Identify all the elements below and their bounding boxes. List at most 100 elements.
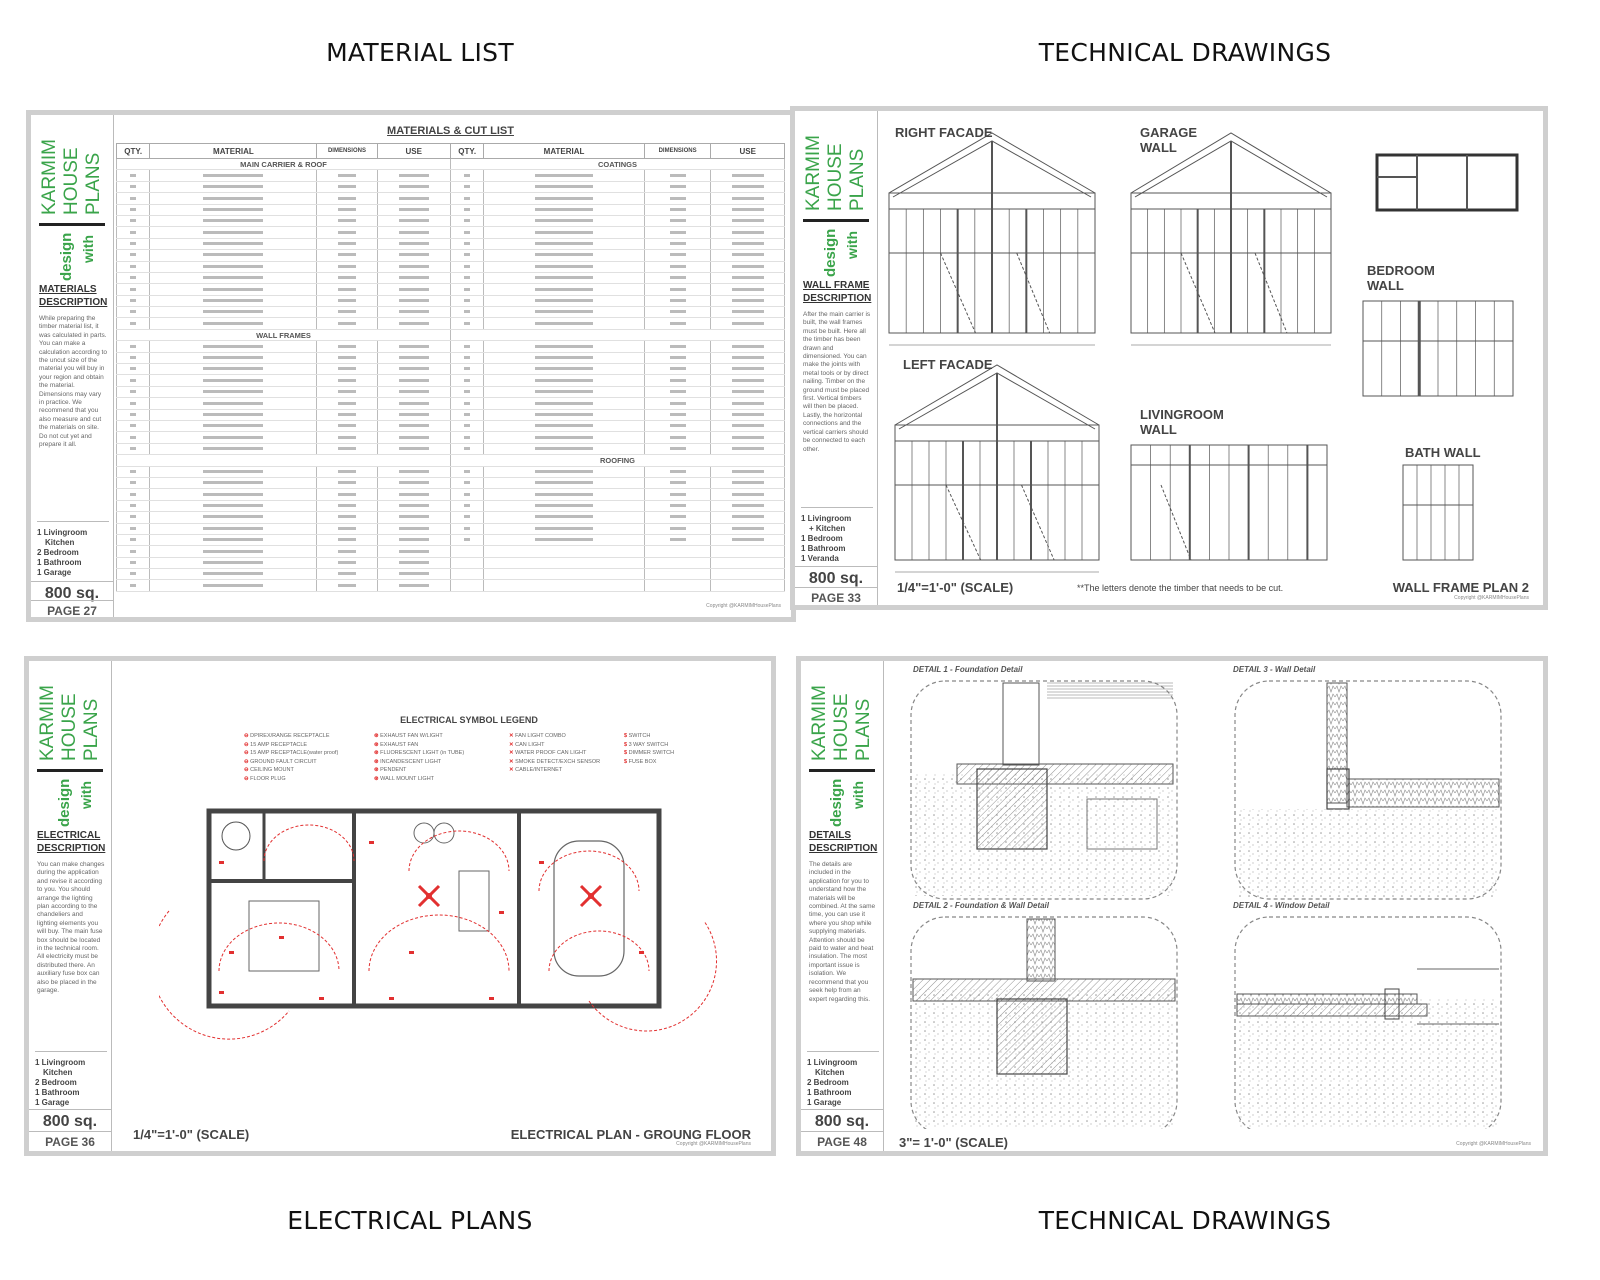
- col-material: MATERIAL: [149, 143, 318, 159]
- legend-item: ⊛ EXHAUST FAN: [374, 741, 419, 748]
- description-text: You can make changes during the applicat…: [37, 861, 105, 995]
- logo-mark: with: [844, 231, 860, 260]
- logo-mark: KARMIM: [39, 139, 60, 215]
- frame-line: [945, 484, 982, 561]
- detail-mark: [1237, 999, 1499, 1129]
- plan-mark: [433, 822, 455, 844]
- caption-electrical-plans: ELECTRICAL PLANS: [287, 1206, 533, 1235]
- section-label: [449, 329, 786, 342]
- description-text: The details are included in the applicat…: [809, 861, 876, 1003]
- detail-2-title: DETAIL 2 - Foundation & Wall Detail: [913, 901, 1050, 910]
- label-garage-wall: GARAGE WALL: [1140, 125, 1198, 155]
- plan-mark: [409, 951, 414, 954]
- detail-mark: [996, 998, 1068, 1075]
- detail-mark: [1086, 798, 1158, 850]
- col-qty-2: QTY.: [449, 143, 485, 159]
- plan-mark: [389, 997, 394, 1000]
- legend-symbol-icon: ⊛: [374, 733, 381, 739]
- legend-symbol-icon: ⊖: [244, 767, 251, 773]
- table-row: [115, 386, 785, 399]
- plan-mark: [426, 893, 432, 899]
- plan-mark: [263, 824, 355, 862]
- logo-mark: design: [828, 779, 845, 827]
- table-row: ROOFING: [116, 454, 786, 467]
- detail-4-title: DETAIL 4 - Window Detail: [1233, 901, 1330, 910]
- legend-item: ⊖ 15 AMP RECEPTACLE(water proof): [244, 750, 339, 756]
- plan-mark: [229, 951, 234, 954]
- plan-mark: [639, 951, 644, 954]
- electrical-legend: ELECTRICAL SYMBOL LEGEND ⊖ DPIREX/RANGE …: [234, 715, 704, 815]
- logo-mark: HOUSE: [61, 147, 82, 215]
- plan-mark: [408, 830, 510, 872]
- materials-table: QTY. MATERIAL DIMENSIONS USE QTY. MATERI…: [115, 143, 786, 592]
- legend-symbol-icon: ✕: [509, 733, 516, 739]
- table-row: WALL FRAMES: [116, 329, 786, 342]
- legend-item: ⊖ DPIREX/RANGE RECEPTACLE: [244, 733, 330, 739]
- plan-mark: [369, 841, 374, 844]
- logo-mark: design: [58, 233, 75, 281]
- legend-item: $ 3 WAY SWITCH: [624, 741, 669, 748]
- col-dimensions: DIMENSIONS: [316, 143, 378, 159]
- table-row: [115, 226, 785, 239]
- detail-mark: [976, 768, 1048, 850]
- section-label: ROOFING: [449, 454, 786, 467]
- logo-mark: with: [850, 781, 866, 810]
- plan-mark: [539, 861, 544, 864]
- legend-item: ⊛ EXHAUST FAN W/LIGHT: [374, 733, 443, 739]
- legend-symbol-icon: $: [624, 750, 629, 756]
- frame-line: [1160, 484, 1192, 561]
- detail-1-title: DETAIL 1 - Foundation Detail: [913, 665, 1023, 674]
- logo-mark: PLANS: [83, 153, 104, 215]
- plan-mark: [218, 922, 340, 972]
- table-row: [115, 523, 785, 535]
- description-text: While preparing the timber material list…: [39, 315, 107, 449]
- frame-line: [1016, 252, 1051, 334]
- plan-mark: [553, 840, 625, 977]
- legend-item: $ FUSE BOX: [624, 758, 657, 765]
- copyright: Copyright @KARMIMHousePlans: [1456, 1141, 1531, 1147]
- detail-mark: [1234, 680, 1502, 900]
- logo-mark: [803, 219, 869, 222]
- electrical-floor-plan: [159, 808, 718, 1040]
- section-label: COATINGS: [449, 158, 786, 171]
- logo-mark: design: [822, 229, 839, 277]
- copyright: Copyright @KARMIMHousePlans: [706, 603, 781, 609]
- table-row: [115, 511, 785, 524]
- plan-name: WALL FRAME PLAN 2: [1392, 580, 1529, 595]
- area-label: 800 sq.: [795, 566, 877, 588]
- label-right-facade: RIGHT FACADE: [895, 125, 993, 140]
- description-heading: DETAILS DESCRIPTION: [809, 830, 878, 854]
- table-row: [115, 169, 785, 182]
- table-row: [115, 477, 785, 490]
- logo-mark: [37, 769, 103, 772]
- frame-line: [1254, 252, 1288, 334]
- area-label: 800 sq.: [29, 1109, 111, 1131]
- detail-mark: [910, 680, 1178, 900]
- legend-item: ⊛ FLUORESCENT LIGHT (in TUBE): [374, 750, 465, 756]
- detail-mark: [1236, 993, 1418, 1005]
- legend-item: $ SWITCH: [624, 733, 651, 739]
- plan-name: ELECTRICAL PLAN - GROUNG FLOOR: [510, 1127, 751, 1142]
- section-label: MAIN CARRIER & ROOF: [116, 158, 451, 171]
- description-heading: MATERIALS DESCRIPTION: [39, 284, 108, 308]
- col-qty: QTY.: [115, 143, 151, 159]
- table-row: [115, 204, 785, 216]
- caption-technical-drawings-top: TECHNICAL DRAWINGS: [1038, 38, 1332, 67]
- plan-mark: [489, 997, 494, 1000]
